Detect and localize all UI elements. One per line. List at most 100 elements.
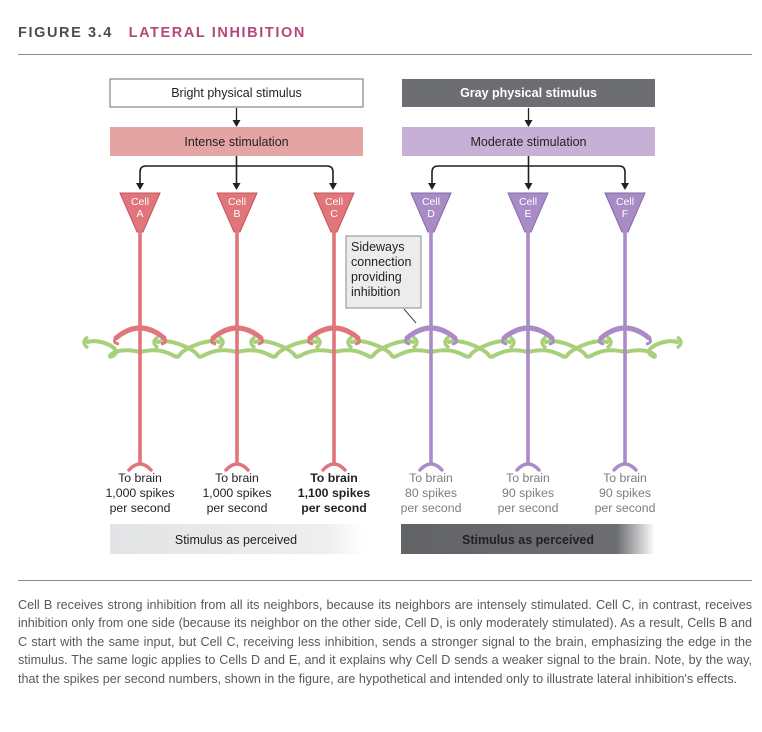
sideways-terminal-0-0 [217,335,225,350]
cell-e-name: Cell [519,196,537,208]
callout-pointer [403,308,417,324]
figure-caption: Cell B receives strong inhibition from a… [18,598,752,686]
sideways-connection-2-0 [253,339,336,359]
cell-a-name: Cell [131,196,149,208]
cell-d-body [410,192,452,233]
cell-f-receiving-arc [598,325,652,341]
cell-d-letter: D [427,208,435,220]
arrowhead-intense [232,120,241,127]
intense-stimulation-box [110,127,363,156]
cell-b-receiving-arc [210,325,264,341]
sideways-connection-2-1 [332,339,415,359]
figure-header: FIGURE 3.4 LATERAL INHIBITION [18,25,306,41]
sideways-connection-4-0 [447,339,530,359]
cell-c-output-unit: per second [301,501,367,515]
sideways-connection-0-1 [86,339,142,359]
cell-c-receiving-arc [307,325,361,341]
cell-f-output-destination: To brain [603,471,647,485]
cell-b-body [216,192,258,233]
cell-a-output-rate: 1,000 spikes [105,486,174,500]
cell-f-name: Cell [616,196,634,208]
cell-b-letter: B [233,208,240,220]
cell-a-terminal [127,462,153,472]
sideways-terminal-3-1 [508,335,516,350]
cell-b-name: Cell [228,196,246,208]
cell-b-axon [235,231,239,463]
sideways-connection-1-1 [235,339,318,359]
cell-b-output-destination: To brain [215,471,259,485]
cell-c-name: Cell [325,196,343,208]
cell-d-name: Cell [422,196,440,208]
bright-stimulus-label: Bright physical stimulus [171,86,302,100]
perceived-bar-dark [401,524,655,554]
cell-e-output-rate: 90 spikes [502,486,554,500]
cell-a-output-unit: per second [110,501,171,515]
sideways-connection-1-0 [156,339,239,359]
cell-e-output-unit: per second [498,501,559,515]
sideways-terminal-3-0 [346,335,354,350]
cell-a-receiving-arc [113,325,167,341]
callout-line-3: providing [351,270,402,284]
perceived-label-left: Stimulus as perceived [175,533,297,547]
cell-c-output-destination: To brain [310,471,358,485]
cell-c-terminal [321,462,347,472]
sideways-connection-5-1 [623,339,679,359]
callout-line-1: Sideways [351,240,405,254]
sideways-connections [82,335,683,359]
cell-c-axon [332,231,336,463]
cell-f-output-rate: 90 spikes [599,486,651,500]
cell-e-terminal [515,462,541,472]
cell-f-body [604,192,646,233]
sideways-connection-4-1 [526,339,609,359]
cell-b-output-unit: per second [207,501,268,515]
callout-line-2: connection [351,255,412,269]
cell-b-terminal [224,462,250,472]
intense-stimulation-label: Intense stimulation [184,135,288,149]
sideways-connection-0-0 [138,339,221,359]
cell-d-axon [429,231,433,463]
cell-f-letter: F [622,208,628,220]
sideways-terminal-4-1 [605,335,613,350]
sideways-terminal-0-1 [82,335,90,350]
gray-distribution-bracket [431,156,626,185]
figure-title: LATERAL INHIBITION [128,25,306,41]
sideways-connection-3-1 [429,339,512,359]
gray-stimulus-label: Gray physical stimulus [460,86,597,100]
sideways-connection-5-0 [544,339,627,359]
cell-e-receiving-arc [501,325,555,341]
sideways-connection-callout: Sideways connection providing inhibition [345,235,422,324]
sideways-terminal-2-0 [249,335,257,350]
cell-e-output-destination: To brain [506,471,550,485]
sideways-terminal-1-0 [152,335,160,350]
lateral-inhibition-diagram: Bright physical stimulus Gray physical s… [82,78,683,554]
cell-f-output-unit: per second [595,501,656,515]
moderate-stimulation-box [402,127,655,156]
sideways-terminal-5-0 [540,335,548,350]
cell-a-letter: A [136,208,143,220]
bright-stimulus-box [109,78,364,108]
cell-d-output-rate: 80 spikes [405,486,457,500]
sideways-terminal-2-1 [411,335,419,350]
sideways-connection-3-0 [350,339,433,359]
cell-a-axon [138,231,142,463]
cell-f-axon [623,231,627,463]
cell-c-letter: C [330,208,338,220]
cell-a-output-destination: To brain [118,471,162,485]
cell-e-axon [526,231,530,463]
moderate-stimulation-label: Moderate stimulation [470,135,586,149]
sideways-terminal-5-1 [675,335,683,350]
perceived-bar-light [110,524,364,554]
cell-d-output-unit: per second [401,501,462,515]
bright-distribution-bracket [139,156,334,185]
cell-e-letter: E [524,208,531,220]
gray-stimulus-box [402,79,655,107]
callout-line-4: inhibition [351,285,400,299]
cell-d-output-destination: To brain [409,471,453,485]
